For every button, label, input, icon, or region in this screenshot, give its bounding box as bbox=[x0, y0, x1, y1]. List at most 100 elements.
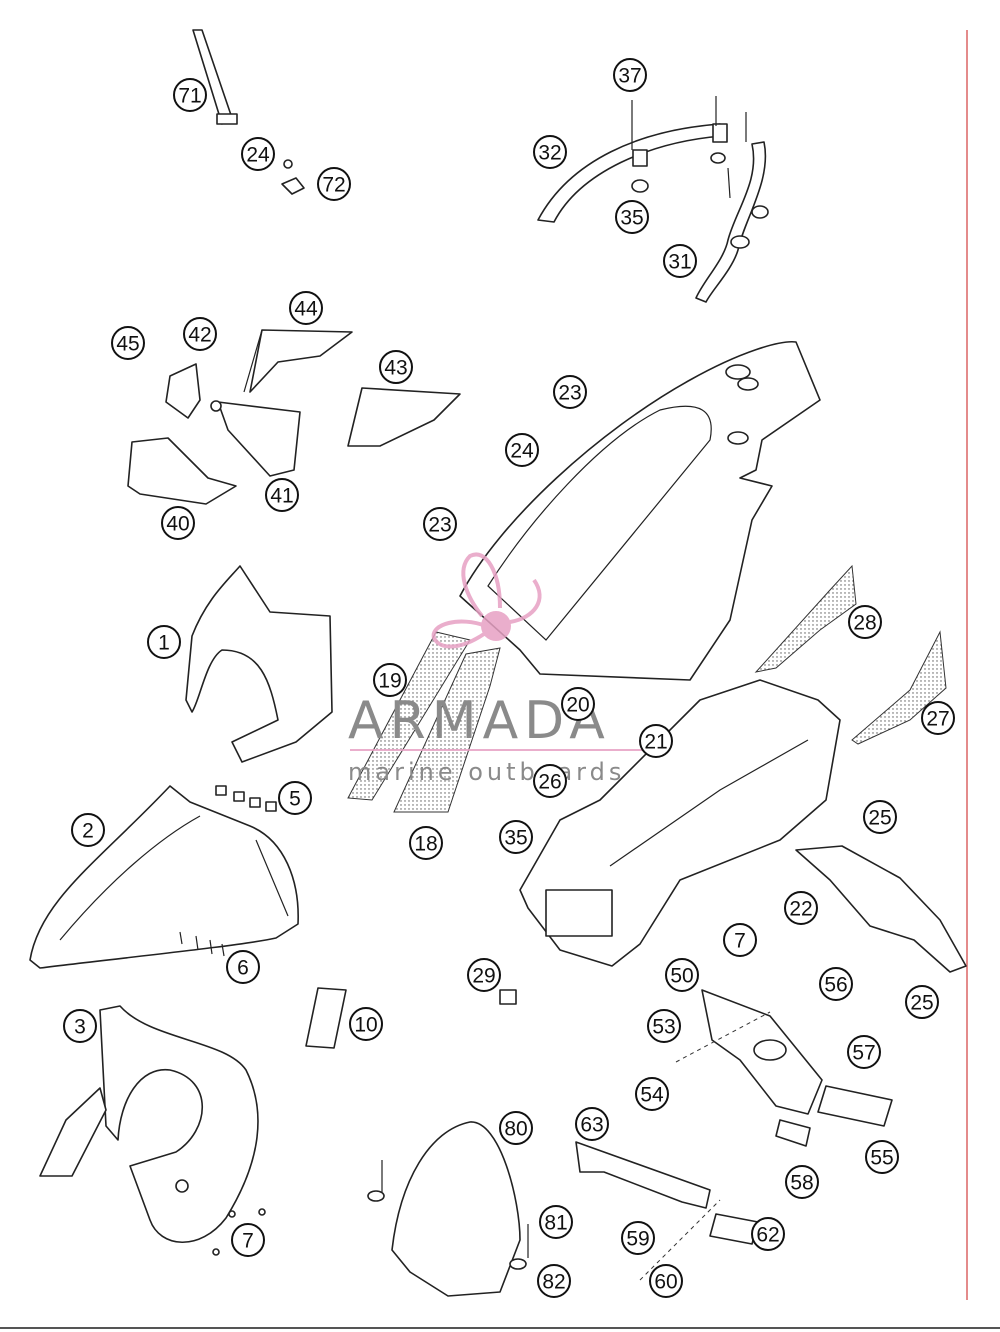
callout-28: 28 bbox=[848, 605, 882, 639]
callout-82: 82 bbox=[537, 1264, 571, 1298]
part-fairing-44 bbox=[243, 329, 353, 393]
callout-circle bbox=[905, 985, 939, 1019]
callout-circle bbox=[723, 923, 757, 957]
callout-59: 59 bbox=[621, 1221, 655, 1255]
callout-number: 22 bbox=[789, 898, 812, 921]
callout-number: 60 bbox=[654, 1271, 677, 1294]
callout-number: 45 bbox=[116, 333, 139, 356]
callout-1: 1 bbox=[147, 625, 181, 659]
callout-31: 31 bbox=[663, 244, 697, 278]
callout-24: 24 bbox=[505, 433, 539, 467]
callout-54: 54 bbox=[635, 1077, 669, 1111]
callout-circle bbox=[575, 1107, 609, 1141]
callout-circle bbox=[409, 826, 443, 860]
callout-circle bbox=[71, 813, 105, 847]
callout-number: 25 bbox=[910, 992, 933, 1015]
callout-number: 44 bbox=[294, 298, 318, 321]
part-cover-41 bbox=[210, 400, 301, 477]
callout-40: 40 bbox=[161, 506, 195, 540]
callout-circle bbox=[539, 1205, 573, 1239]
callout-number: 80 bbox=[504, 1118, 527, 1141]
callout-number: 72 bbox=[322, 174, 345, 197]
callout-number: 42 bbox=[188, 324, 211, 347]
callout-number: 24 bbox=[510, 440, 534, 463]
callout-26: 26 bbox=[533, 764, 567, 798]
callout-number: 35 bbox=[620, 207, 643, 230]
part-bracket-42 bbox=[165, 363, 201, 419]
callout-7: 7 bbox=[723, 923, 757, 957]
callout-number: 27 bbox=[926, 708, 949, 731]
callout-circle bbox=[63, 1009, 97, 1043]
callout-circle bbox=[183, 317, 217, 351]
part-steering-stem-71 bbox=[192, 29, 238, 125]
callout-circle bbox=[173, 78, 207, 112]
callout-circle bbox=[499, 820, 533, 854]
callout-22: 22 bbox=[784, 891, 818, 925]
callout-number: 19 bbox=[378, 670, 401, 693]
callout-23: 23 bbox=[553, 375, 587, 409]
callout-number: 29 bbox=[472, 965, 495, 988]
callout-19: 19 bbox=[373, 663, 407, 697]
callout-number: 7 bbox=[734, 930, 746, 953]
part-screws-6 bbox=[179, 931, 225, 957]
callout-circle bbox=[161, 506, 195, 540]
part-front-fender-2 bbox=[29, 785, 299, 969]
callout-number: 59 bbox=[626, 1228, 649, 1251]
part-fairing-43 bbox=[347, 387, 461, 447]
callout-circle bbox=[635, 1077, 669, 1111]
callout-circle bbox=[505, 433, 539, 467]
callout-circle bbox=[278, 781, 312, 815]
callout-25: 25 bbox=[905, 985, 939, 1019]
callout-number: 21 bbox=[644, 731, 667, 754]
callout-circle bbox=[537, 1264, 571, 1298]
callout-number: 41 bbox=[270, 485, 293, 508]
callout-circle bbox=[921, 701, 955, 735]
watermark-logo bbox=[350, 552, 644, 751]
callout-53: 53 bbox=[647, 1009, 681, 1043]
callout-number: 6 bbox=[237, 957, 249, 980]
part-seat-cowl bbox=[459, 341, 821, 681]
part-headlight-mask-1 bbox=[185, 565, 333, 763]
callout-2: 2 bbox=[71, 813, 105, 847]
callout-number: 7 bbox=[242, 1230, 254, 1253]
callout-circle bbox=[231, 1223, 265, 1257]
callout-6: 6 bbox=[226, 950, 260, 984]
callout-number: 23 bbox=[558, 382, 581, 405]
callout-circle bbox=[751, 1217, 785, 1251]
part-fairing-40 bbox=[127, 437, 237, 505]
callout-number: 71 bbox=[178, 85, 201, 108]
callout-number: 54 bbox=[640, 1084, 664, 1107]
callout-56: 56 bbox=[819, 967, 853, 1001]
callout-81: 81 bbox=[539, 1205, 573, 1239]
callout-circle bbox=[615, 200, 649, 234]
callout-circle bbox=[147, 625, 181, 659]
part-reflector-10 bbox=[305, 987, 347, 1049]
callout-number: 18 bbox=[414, 833, 437, 856]
callout-circle bbox=[226, 950, 260, 984]
callout-number: 53 bbox=[652, 1016, 675, 1039]
callout-circle bbox=[649, 1264, 683, 1298]
callout-labels: 1235677101819202122232324242525262728293… bbox=[63, 58, 955, 1298]
callout-number: 81 bbox=[544, 1212, 567, 1235]
callout-circle bbox=[499, 1111, 533, 1145]
callout-10: 10 bbox=[349, 1007, 383, 1041]
part-license-plate-holder bbox=[575, 989, 893, 1281]
callout-number: 24 bbox=[246, 144, 270, 167]
callout-circle bbox=[663, 244, 697, 278]
callout-number: 20 bbox=[566, 694, 589, 717]
callout-number: 57 bbox=[852, 1042, 875, 1065]
part-decal-27 bbox=[851, 630, 947, 745]
callout-25: 25 bbox=[863, 800, 897, 834]
callout-circle bbox=[639, 724, 673, 758]
callout-number: 82 bbox=[542, 1271, 565, 1294]
callout-circle bbox=[613, 58, 647, 92]
part-front-fender-3 bbox=[39, 1005, 259, 1243]
watermark-subtitle: marine outboards bbox=[348, 758, 625, 786]
callout-number: 25 bbox=[868, 807, 891, 830]
callout-55: 55 bbox=[865, 1140, 899, 1174]
part-clip-29 bbox=[499, 989, 517, 1005]
callout-circle bbox=[784, 891, 818, 925]
callout-number: 31 bbox=[668, 251, 691, 274]
callout-number: 40 bbox=[166, 513, 189, 536]
callout-circle bbox=[863, 800, 897, 834]
